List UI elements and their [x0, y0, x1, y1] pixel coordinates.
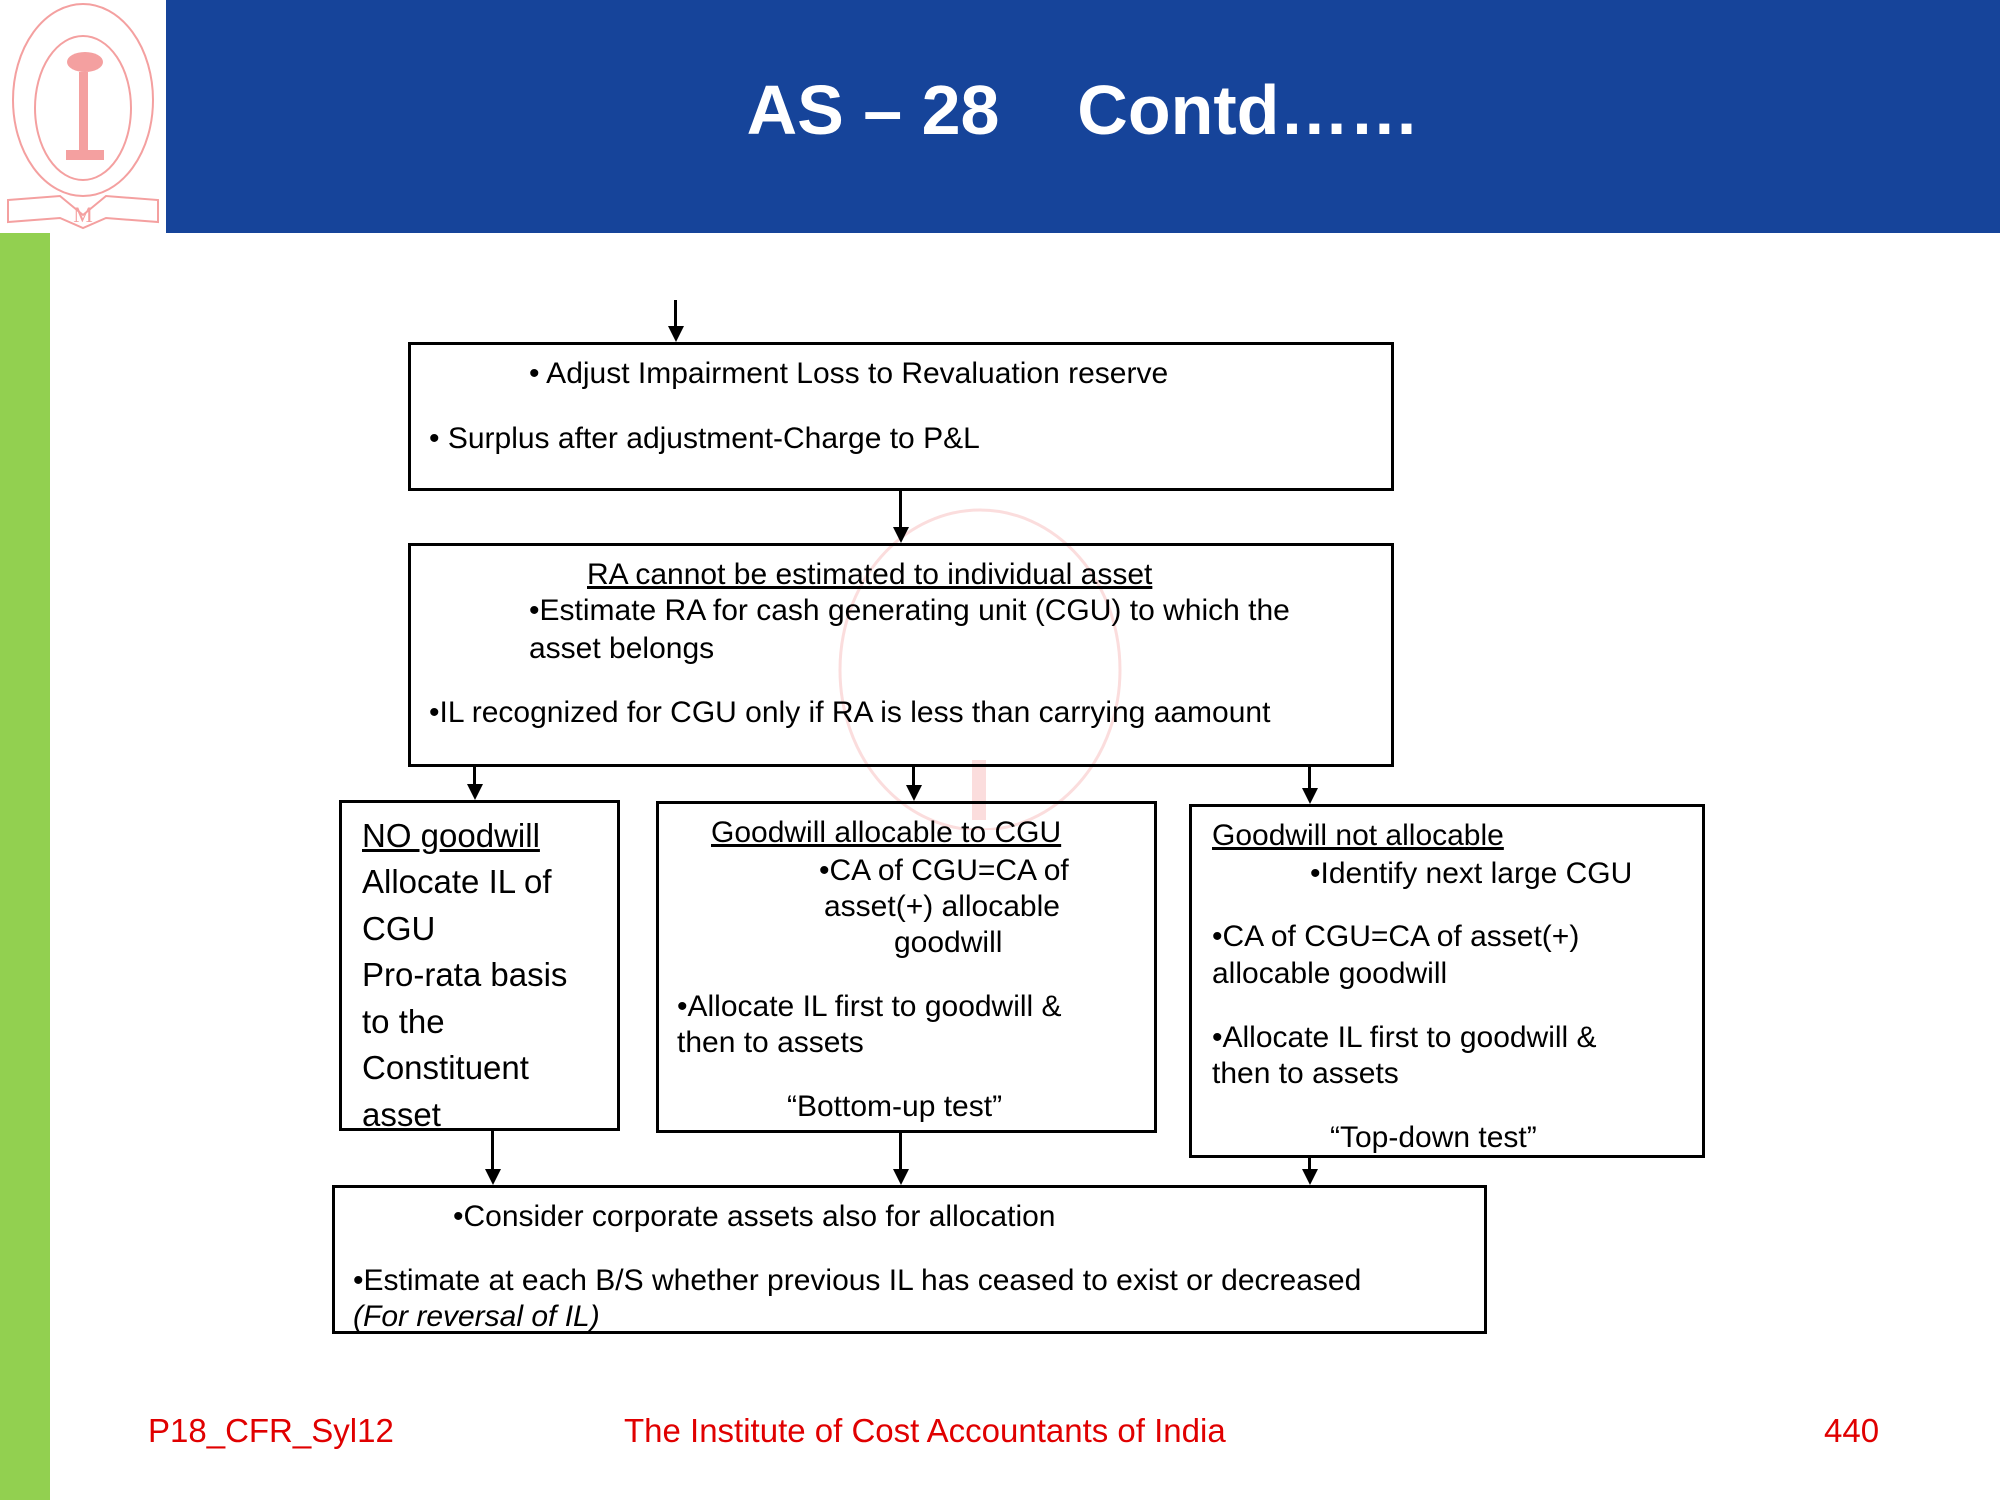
- box2-line2: asset belongs: [529, 632, 715, 665]
- footer-institute: The Institute of Cost Accountants of Ind…: [624, 1412, 1226, 1449]
- goodwill-allocable-line: asset(+) allocable: [824, 890, 1060, 923]
- no-goodwill-line: Constituent: [362, 1049, 529, 1086]
- institute-logo: M: [7, 3, 159, 230]
- connector-line: [899, 491, 902, 531]
- corporate-assets-box: •Consider corporate assets also for allo…: [332, 1185, 1487, 1334]
- arrow-head: [668, 326, 684, 342]
- page-number: 440: [1824, 1412, 1880, 1449]
- box2-line3: •IL recognized for CGU only if RA is les…: [429, 696, 1271, 729]
- connector-line: [899, 1133, 902, 1173]
- goodwill-not-allocable-box: Goodwill not allocable •Identify next la…: [1189, 804, 1705, 1158]
- arrow-head: [893, 1169, 909, 1185]
- box1-line1: • Adjust Impairment Loss to Revaluation …: [529, 357, 1169, 390]
- no-goodwill-box: NO goodwill Allocate IL of CGU Pro-rata …: [339, 800, 620, 1133]
- top-down-test-label: “Top-down test”: [1330, 1121, 1537, 1154]
- goodwill-not-allocable-heading: Goodwill not allocable: [1212, 819, 1504, 852]
- box2-heading: RA cannot be estimated to individual ass…: [587, 558, 1153, 591]
- footer-code: P18_CFR_Syl12: [148, 1412, 394, 1449]
- watermark-logo: [838, 508, 1122, 830]
- slide-title: AS – 28 Contd……: [746, 71, 1420, 149]
- goodwill-not-allocable-line: allocable goodwill: [1212, 957, 1448, 990]
- box4-line3: (For reversal of IL): [353, 1300, 600, 1333]
- goodwill-allocable-line: then to assets: [677, 1026, 864, 1059]
- goodwill-allocable-line: goodwill: [894, 926, 1003, 959]
- box4-line2: •Estimate at each B/S whether previous I…: [353, 1264, 1362, 1297]
- no-goodwill-line: Allocate IL of: [362, 863, 552, 900]
- no-goodwill-line: CGU: [362, 910, 436, 947]
- svg-text:M: M: [73, 202, 93, 227]
- ra-cgu-box: RA cannot be estimated to individual ass…: [408, 543, 1394, 767]
- goodwill-allocable-line: •CA of CGU=CA of: [819, 854, 1069, 887]
- arrow-head: [906, 785, 922, 801]
- side-accent-bar: [0, 233, 50, 1500]
- no-goodwill-line: Pro-rata basis: [362, 956, 568, 993]
- connector-line: [912, 767, 915, 787]
- connector-line: [674, 300, 677, 330]
- arrow-head: [485, 1169, 501, 1185]
- bottom-up-test-label: “Bottom-up test”: [787, 1090, 1003, 1123]
- connector-line: [473, 767, 476, 787]
- box4-line1: •Consider corporate assets also for allo…: [453, 1200, 1056, 1233]
- arrow-head: [467, 784, 483, 800]
- goodwill-allocable-line: •Allocate IL first to goodwill &: [677, 990, 1062, 1023]
- arrow-head: [1302, 788, 1318, 804]
- arrow-head: [893, 527, 909, 543]
- goodwill-not-allocable-line: •Identify next large CGU: [1310, 857, 1633, 890]
- revaluation-box: • Adjust Impairment Loss to Revaluation …: [408, 342, 1394, 491]
- no-goodwill-heading: NO goodwill: [362, 817, 540, 854]
- no-goodwill-line: asset: [362, 1096, 441, 1133]
- arrow-head: [1302, 1169, 1318, 1185]
- goodwill-allocable-heading: Goodwill allocable to CGU: [711, 816, 1062, 849]
- connector-line: [1308, 767, 1311, 791]
- goodwill-not-allocable-line: •CA of CGU=CA of asset(+): [1212, 920, 1580, 953]
- box1-line2: • Surplus after adjustment-Charge to P&L: [429, 422, 980, 455]
- box2-line1: •Estimate RA for cash generating unit (C…: [529, 594, 1290, 627]
- goodwill-allocable-box: Goodwill allocable to CGU •CA of CGU=CA …: [656, 801, 1157, 1133]
- no-goodwill-line: to the: [362, 1003, 445, 1040]
- connector-line: [491, 1131, 494, 1173]
- goodwill-not-allocable-line: •Allocate IL first to goodwill &: [1212, 1021, 1597, 1054]
- goodwill-not-allocable-line: then to assets: [1212, 1057, 1399, 1090]
- header-bar: [166, 0, 2000, 233]
- connector-line: [1308, 1158, 1311, 1173]
